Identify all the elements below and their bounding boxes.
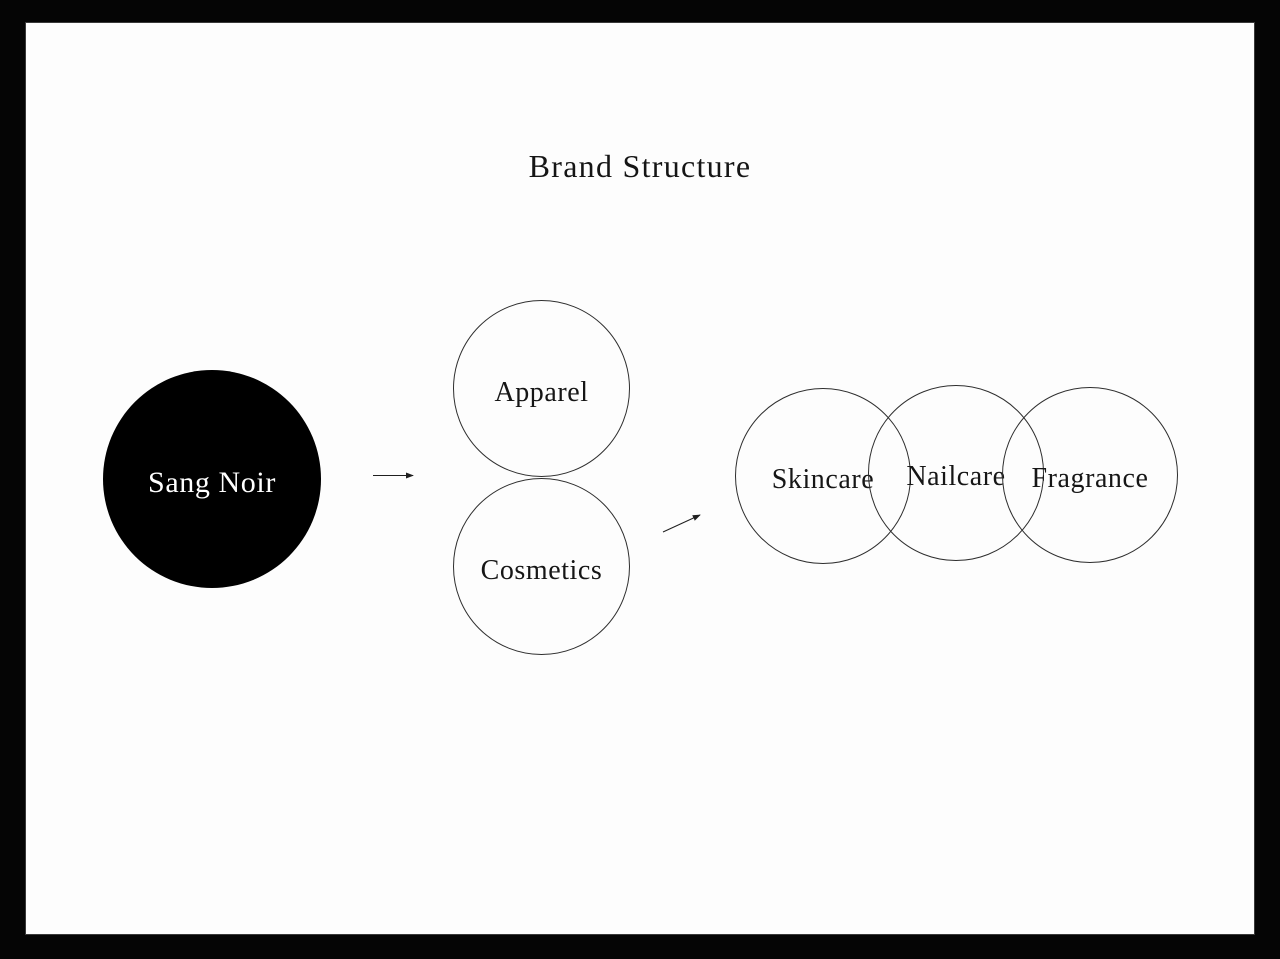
node-cosmetics-label: Cosmetics <box>480 554 603 586</box>
node-apparel-label: Apparel <box>494 376 589 408</box>
node-skincare-label: Skincare <box>771 464 875 495</box>
arrow-cosmetics-to-care-group <box>662 514 701 533</box>
node-nailcare-label: Nailcare <box>906 461 1006 492</box>
diagram-title: Brand Structure <box>528 148 752 184</box>
node-fragrance-label: Fragrance <box>1031 463 1149 494</box>
diagram-frame: Brand Structure Sang Noir Apparel Cosmet… <box>25 22 1255 935</box>
node-fragrance: Fragrance <box>1002 387 1178 563</box>
node-skincare: Skincare <box>735 388 911 564</box>
node-cosmetics: Cosmetics <box>453 478 630 655</box>
node-sang-noir-label: Sang Noir <box>148 466 276 499</box>
node-sang-noir: Sang Noir <box>103 370 321 588</box>
node-nailcare: Nailcare <box>868 385 1044 561</box>
node-apparel: Apparel <box>453 300 630 477</box>
